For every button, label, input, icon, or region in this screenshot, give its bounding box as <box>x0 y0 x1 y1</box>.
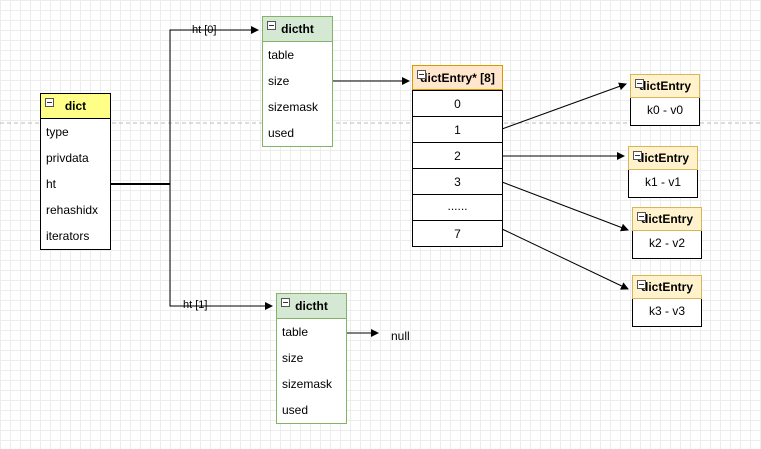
dictht-0-field-used: used <box>268 126 295 140</box>
bucket-cell: 3 <box>413 168 502 194</box>
bucket-array-title: dictEntry* [8] <box>420 70 495 85</box>
bucket-cell: 0 <box>413 90 502 116</box>
dict-entry-title: dictEntry <box>638 79 691 93</box>
collapse-icon[interactable] <box>417 70 426 79</box>
bucket-array-node[interactable]: dictEntry* [8] 0 1 2 3 ...... 7 <box>412 65 503 247</box>
dict-field-ht: ht <box>46 177 57 191</box>
bucket-cell: 2 <box>413 142 502 168</box>
bucket-cell: 7 <box>413 220 502 246</box>
dictht-0-header: dictht <box>263 17 332 42</box>
dict-entry-title: dictEntry <box>640 212 693 226</box>
dict-entry-header: dictEntry <box>628 146 698 170</box>
dict-entry-title: dictEntry <box>640 280 693 294</box>
collapse-icon[interactable] <box>637 212 646 221</box>
dict-entry-header: dictEntry <box>630 74 700 98</box>
dict-entry-value: k0 - v0 <box>646 103 683 117</box>
dictht-0-node[interactable]: dictht table size sizemask used <box>262 16 333 147</box>
bucket-cell: ...... <box>413 194 502 220</box>
dictht-0-title: dictht <box>281 22 314 36</box>
collapse-icon[interactable] <box>281 298 290 307</box>
edge-bucket-7 <box>501 228 629 290</box>
edge-bucket-1 <box>501 82 627 130</box>
dict-entry-header: dictEntry <box>632 207 702 231</box>
dictht-1-header: dictht <box>277 294 346 319</box>
dict-field-rehashidx: rehashidx <box>46 203 99 217</box>
dict-entry-header: dictEntry <box>632 275 702 299</box>
dictht-1-field-sizemask: sizemask <box>282 377 333 391</box>
edge-bucket-3 <box>501 181 629 232</box>
collapse-icon[interactable] <box>267 21 276 30</box>
dictht-0-field-size: size <box>268 74 290 88</box>
collapse-icon[interactable] <box>633 151 642 160</box>
collapse-icon[interactable] <box>635 79 644 88</box>
dictht-0-field-sizemask: sizemask <box>268 100 319 114</box>
edge-label-ht1: ht [1] <box>183 299 208 311</box>
dict-entry-value: k1 - v1 <box>644 175 681 189</box>
dict-entry-value: k3 - v3 <box>648 304 685 318</box>
dict-node[interactable]: dict type privdata ht rehashidx iterator… <box>40 93 111 250</box>
dictht-1-title: dictht <box>295 299 328 313</box>
dictht-0-field-table: table <box>268 48 295 62</box>
edge-label-ht0: ht [0] <box>192 24 217 36</box>
dictht-1-node[interactable]: dictht table size sizemask used <box>276 293 347 424</box>
dict-field-privdata: privdata <box>46 151 89 165</box>
dict-title: dict <box>64 99 87 113</box>
dict-header: dict <box>41 94 110 119</box>
dict-entry-1[interactable]: dictEntry k1 - v1 <box>628 146 698 198</box>
collapse-icon[interactable] <box>637 280 646 289</box>
edge-ht1 <box>169 184 273 310</box>
dictht-1-field-size: size <box>282 351 304 365</box>
dict-entry-3[interactable]: dictEntry k3 - v3 <box>632 275 702 327</box>
dict-entry-2[interactable]: dictEntry k2 - v2 <box>632 207 702 259</box>
dict-entry-0[interactable]: dictEntry k0 - v0 <box>630 74 700 126</box>
edge-ht0 <box>169 26 259 184</box>
null-label: null <box>391 329 410 343</box>
bucket-array-header: dictEntry* [8] <box>412 65 503 90</box>
dict-entry-value: k2 - v2 <box>648 236 685 250</box>
dict-entry-title: dictEntry <box>636 151 689 165</box>
bucket-cell: 1 <box>413 116 502 142</box>
dictht-1-field-used: used <box>282 403 309 417</box>
dict-field-type: type <box>46 125 69 139</box>
dict-field-iterators: iterators <box>46 229 90 243</box>
dictht-1-field-table: table <box>282 325 309 339</box>
collapse-icon[interactable] <box>45 98 54 107</box>
